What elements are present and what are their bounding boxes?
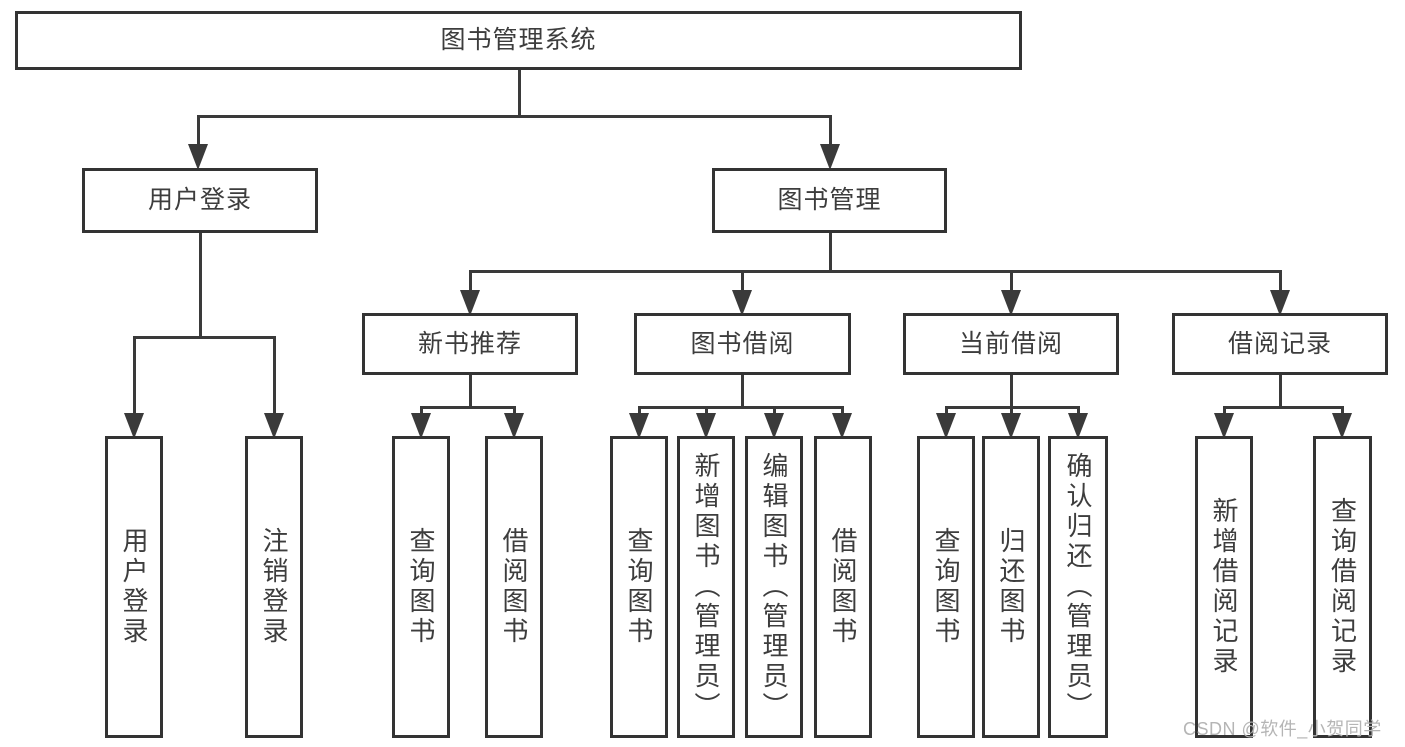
connector-line bbox=[772, 405, 776, 416]
connector-line bbox=[419, 405, 516, 409]
arrowhead-down-icon bbox=[411, 413, 431, 439]
arrowhead-down-icon bbox=[188, 144, 208, 170]
connector-line bbox=[419, 405, 423, 416]
node-leaf-logout: 注销登录 bbox=[245, 436, 303, 738]
node-root: 图书管理系统 bbox=[15, 11, 1022, 70]
arrowhead-down-icon bbox=[264, 413, 284, 439]
node-label: 新书推荐 bbox=[417, 329, 522, 358]
node-label: 借阅图书 bbox=[828, 527, 858, 647]
arrowhead-down-icon bbox=[460, 290, 480, 316]
node-label: 图书管理系统 bbox=[440, 26, 597, 54]
connector-line bbox=[944, 405, 948, 416]
connector-line bbox=[1222, 405, 1344, 409]
arrowhead-down-icon bbox=[1068, 413, 1088, 439]
arrowhead-down-icon bbox=[832, 413, 852, 439]
connector-line bbox=[1222, 405, 1226, 416]
node-label: 借阅图书 bbox=[499, 527, 529, 647]
arrowhead-down-icon bbox=[732, 290, 752, 316]
node-current-borrow: 当前借阅 bbox=[903, 313, 1119, 375]
node-label: 新增借阅记录 bbox=[1209, 497, 1239, 677]
connector-line bbox=[132, 335, 136, 416]
node-leaf-query-books-current: 查询图书 bbox=[917, 436, 975, 738]
connector-line bbox=[637, 405, 641, 416]
connector-line bbox=[1278, 269, 1282, 295]
connector-line bbox=[828, 231, 832, 273]
node-leaf-add-borrow-record: 新增借阅记录 bbox=[1195, 436, 1253, 738]
node-label: 图书管理 bbox=[777, 186, 882, 214]
arrowhead-down-icon bbox=[936, 413, 956, 439]
node-label: 查询图书 bbox=[931, 527, 961, 647]
connector-line bbox=[637, 405, 844, 409]
node-label: 用户登录 bbox=[147, 186, 252, 214]
node-book-borrow: 图书借阅 bbox=[634, 313, 851, 375]
connector-line bbox=[1278, 373, 1282, 409]
connector-line bbox=[740, 373, 744, 409]
connector-line bbox=[196, 114, 832, 118]
connector-line bbox=[1009, 373, 1013, 409]
connector-line bbox=[840, 405, 844, 416]
node-leaf-query-books-recommend: 查询图书 bbox=[392, 436, 450, 738]
csdn-watermark: CSDN @软件_小贺同学 bbox=[1183, 719, 1382, 739]
node-borrow-records: 借阅记录 bbox=[1172, 313, 1388, 375]
node-label: 归还图书 bbox=[996, 527, 1026, 647]
connector-line bbox=[198, 231, 202, 339]
connector-line bbox=[1076, 405, 1080, 416]
connector-line bbox=[704, 405, 708, 416]
connector-line bbox=[1009, 405, 1013, 416]
connector-line bbox=[517, 68, 521, 118]
node-leaf-return-books: 归还图书 bbox=[982, 436, 1040, 738]
arrowhead-down-icon bbox=[820, 144, 840, 170]
node-label: 借阅记录 bbox=[1227, 329, 1332, 358]
node-new-book-recommend: 新书推荐 bbox=[362, 313, 578, 375]
connector-line bbox=[828, 114, 832, 148]
connector-line bbox=[132, 335, 276, 339]
node-label: 用户登录 bbox=[119, 527, 149, 647]
node-label: 编辑图书（管理员） bbox=[759, 452, 789, 722]
connector-line bbox=[196, 114, 200, 148]
arrowhead-down-icon bbox=[696, 413, 716, 439]
arrowhead-down-icon bbox=[1214, 413, 1234, 439]
arrowhead-down-icon bbox=[1001, 290, 1021, 316]
node-leaf-add-books-admin: 新增图书（管理员） bbox=[677, 436, 735, 738]
connector-line bbox=[468, 269, 472, 295]
node-label: 新增图书（管理员） bbox=[691, 452, 721, 722]
node-leaf-query-books-borrow: 查询图书 bbox=[610, 436, 668, 738]
connector-line bbox=[468, 373, 472, 409]
node-label: 当前借阅 bbox=[958, 329, 1063, 358]
node-book-management: 图书管理 bbox=[712, 168, 947, 233]
arrowhead-down-icon bbox=[1332, 413, 1352, 439]
node-label: 查询借阅记录 bbox=[1327, 497, 1358, 677]
node-leaf-borrow-books-recommend: 借阅图书 bbox=[485, 436, 543, 738]
arrowhead-down-icon bbox=[124, 413, 144, 439]
node-label: 图书借阅 bbox=[690, 329, 795, 358]
connector-line bbox=[512, 405, 516, 416]
node-leaf-edit-books-admin: 编辑图书（管理员） bbox=[745, 436, 803, 738]
node-leaf-user-login: 用户登录 bbox=[105, 436, 163, 738]
connector-line bbox=[740, 269, 744, 295]
node-user-login: 用户登录 bbox=[82, 168, 318, 233]
node-label: 查询图书 bbox=[406, 527, 436, 647]
node-label: 注销登录 bbox=[259, 527, 289, 647]
arrowhead-down-icon bbox=[1270, 290, 1290, 316]
arrowhead-down-icon bbox=[504, 413, 524, 439]
connector-line bbox=[468, 269, 1282, 273]
node-leaf-query-borrow-record: 查询借阅记录 bbox=[1313, 436, 1372, 738]
arrowhead-down-icon bbox=[764, 413, 784, 439]
connector-line bbox=[272, 335, 276, 416]
arrowhead-down-icon bbox=[629, 413, 649, 439]
node-leaf-borrow-books: 借阅图书 bbox=[814, 436, 872, 738]
node-leaf-confirm-return-admin: 确认归还（管理员） bbox=[1048, 436, 1108, 738]
connector-line bbox=[1340, 405, 1344, 416]
node-label: 确认归还（管理员） bbox=[1063, 452, 1093, 722]
connector-line bbox=[1009, 269, 1013, 295]
arrowhead-down-icon bbox=[1001, 413, 1021, 439]
node-label: 查询图书 bbox=[624, 527, 654, 647]
